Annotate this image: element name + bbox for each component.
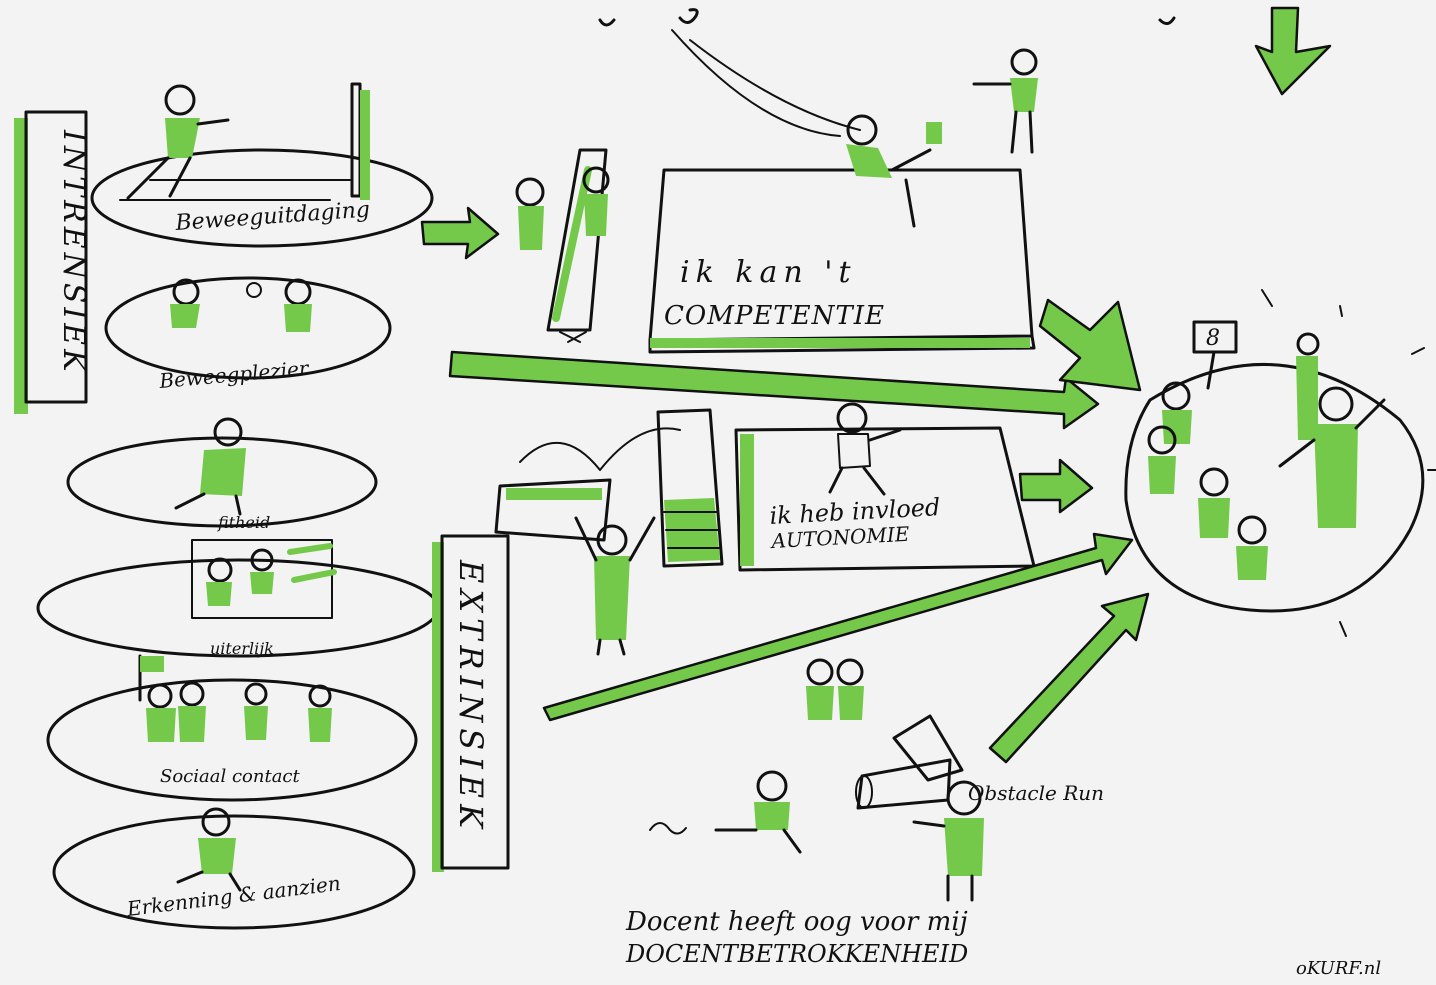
- arrow-icon: [448, 350, 1100, 430]
- docent-scene: Obstacle Run Docent heeft oog voor mij D…: [625, 658, 1104, 968]
- person-figure-icon: [1147, 425, 1177, 494]
- person-figure-icon: [582, 166, 610, 236]
- uiterlijk-scene: uiterlijk: [36, 539, 440, 658]
- person-figure-icon: [174, 417, 246, 516]
- arrow-icon: [1038, 298, 1142, 392]
- sociaal-contact-scene: Sociaal contact: [46, 654, 418, 802]
- celebration-scene: 8: [1124, 289, 1436, 637]
- competentie-line1: ik kan 't: [680, 255, 857, 290]
- person-figure-icon: [515, 177, 545, 250]
- fitheid-scene: fitheid: [66, 417, 378, 532]
- arrow-icon: [1018, 458, 1094, 514]
- vaulting-box-icon: [656, 408, 724, 568]
- beweegplezier-label: Beweegplezier: [157, 356, 310, 393]
- person-figure-icon: [146, 683, 176, 742]
- top-handwriting-fragment: [598, 8, 1176, 27]
- person-figure-icon: [206, 557, 233, 606]
- sociaal-contact-label: Sociaal contact: [160, 766, 301, 787]
- competentie-scene: ik kan 't COMPETENTIE: [648, 29, 1038, 354]
- person-figure-icon: [126, 84, 230, 200]
- person-figure-icon: [912, 780, 984, 902]
- person-figure-icon: [244, 682, 268, 740]
- erkenning-scene: Erkenning & aanzien: [52, 807, 416, 930]
- megaphone-icon: [855, 714, 964, 810]
- flag-icon: [138, 654, 164, 702]
- person-figure-icon: [1198, 467, 1230, 538]
- down-arrow-icon: [1254, 6, 1332, 96]
- docent-line1: Docent heeft oog voor mij: [625, 907, 968, 937]
- bench-scene: [515, 148, 610, 343]
- person-figure-icon: [714, 770, 802, 854]
- intrinsiek-panel: INTRENSIEK: [14, 110, 91, 414]
- person-figure-icon: [176, 807, 242, 892]
- arrow-icon: [542, 532, 1134, 722]
- person-figure-icon: [250, 548, 274, 594]
- person-figure-icon: [1161, 381, 1192, 444]
- credit-label: oKURF.nl: [1296, 958, 1381, 979]
- beweegplezier-scene: Beweegplezier: [104, 276, 392, 393]
- person-figure-icon: [828, 402, 902, 496]
- person-figure-icon: [1278, 386, 1386, 528]
- beweeguitdaging-label: Beweeguitdaging: [174, 197, 371, 236]
- person-figure-icon: [178, 681, 206, 742]
- person-figure-icon: [308, 684, 332, 742]
- arrow-icon: [988, 592, 1150, 764]
- person-figure-icon: [1296, 332, 1320, 440]
- person-figure-icon: [846, 114, 942, 228]
- beweeguitdaging-scene: Beweeguitdaging: [90, 82, 434, 248]
- uiterlijk-label: uiterlijk: [210, 639, 274, 658]
- person-figure-icon: [574, 516, 656, 656]
- extrinsiek-label: EXTRINSIEK: [452, 559, 490, 834]
- competentie-line2: COMPETENTIE: [664, 301, 885, 331]
- person-figure-icon: [170, 278, 200, 328]
- intrinsiek-label: INTRENSIEK: [56, 129, 91, 376]
- person-figure-icon: [1236, 515, 1268, 580]
- sign-icon: 8: [1192, 320, 1238, 390]
- obstacle-run-label: Obstacle Run: [968, 781, 1104, 805]
- fitheid-label: fitheid: [217, 513, 270, 532]
- ball-icon: [246, 282, 262, 298]
- person-figure-icon: [806, 658, 834, 720]
- person-figure-icon: [284, 278, 312, 332]
- rope-swing-icon: [671, 29, 861, 137]
- bench-icon: [559, 331, 587, 343]
- person-figure-icon: [836, 658, 864, 720]
- arrow-icon: [420, 206, 500, 260]
- extrinsiek-panel: EXTRINSIEK: [432, 534, 510, 872]
- sign-number: 8: [1206, 326, 1220, 351]
- docent-line2: DOCENTBETROKKENHEID: [625, 940, 968, 968]
- person-figure-icon: [972, 48, 1038, 154]
- autonomie-scene: ik heb invloed AUTONOMIE: [494, 402, 1036, 656]
- trampoline-icon: [494, 478, 612, 542]
